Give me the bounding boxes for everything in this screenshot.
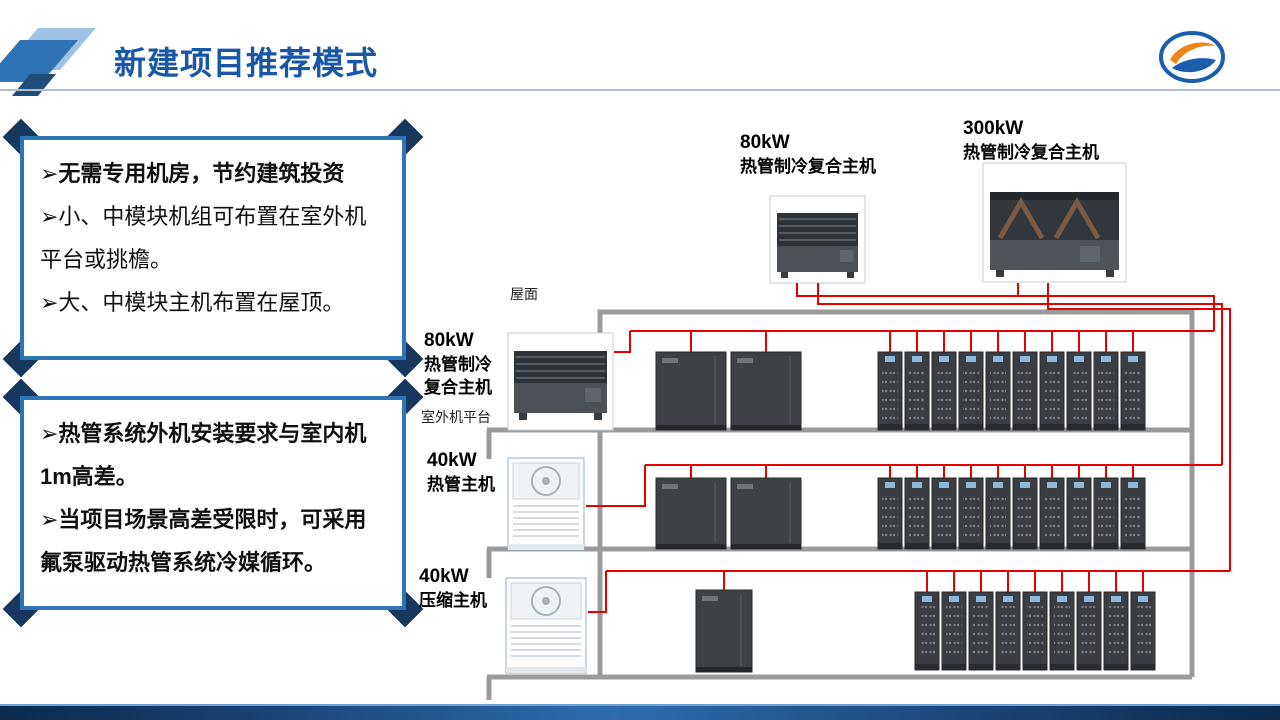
unit-type-label: 压缩主机 [419, 591, 487, 610]
note-line: ➢热管系统外机安装要求与室内机1m高差。 [40, 421, 367, 489]
page-title: 新建项目推荐模式 [114, 45, 379, 81]
server-rack [1076, 591, 1102, 671]
crac-unit [655, 351, 727, 431]
vrf-outdoor-unit-heatpipe [507, 457, 585, 551]
label-rooftop-unit-large: 300kW 热管制冷复合主机 [963, 117, 1099, 164]
server-rack [914, 591, 940, 671]
unit-capacity-label: 40kW [427, 450, 477, 471]
note-frame: ➢热管系统外机安装要求与室内机1m高差。 ➢当项目场景高差受限时，可采用氟泵驱动… [20, 396, 406, 610]
rooftop-unit-large-photo [982, 162, 1127, 283]
server-rack [1039, 351, 1065, 431]
server-rack [1103, 591, 1129, 671]
server-rack [904, 477, 930, 550]
unit-capacity-label: 80kW [740, 132, 790, 153]
server-rack [1012, 351, 1038, 431]
crac-unit [730, 477, 802, 550]
note-frame: ➢无需专用机房，节约建筑投资 ➢小、中模块机组可布置在室外机平台或挑檐。 ➢大、… [20, 136, 406, 360]
server-rack [931, 477, 957, 550]
note-line: ➢小、中模块机组可布置在室外机平台或挑檐。 [40, 204, 367, 272]
crac-unit [730, 351, 802, 431]
server-rack [985, 477, 1011, 550]
server-rack [1066, 477, 1092, 550]
server-rack [1120, 351, 1146, 431]
server-rack [1049, 591, 1075, 671]
server-rack [995, 591, 1021, 671]
refrigerant-pipes [586, 283, 1231, 613]
label-floor3-unit: 40kW 压缩主机 [419, 565, 487, 612]
server-rack [985, 351, 1011, 431]
crac-unit [695, 589, 753, 673]
unit-type-label: 热管制冷复合主机 [963, 143, 1099, 162]
server-rack [1012, 477, 1038, 550]
label-outdoor-platform: 室外机平台 [421, 409, 491, 425]
unit-capacity-label: 300kW [963, 118, 1024, 139]
server-rack [1093, 351, 1119, 431]
server-rack [1022, 591, 1048, 671]
server-rack [1093, 477, 1119, 550]
server-rack [941, 591, 967, 671]
unit-capacity-label: 40kW [419, 566, 469, 587]
unit-type-label: 热管制冷复合主机 [740, 157, 876, 176]
label-floor1-unit: 80kW 热管制冷 复合主机 [424, 329, 492, 399]
note-line: ➢当项目场景高差受限时，可采用氟泵驱动热管系统冷媒循环。 [40, 507, 367, 575]
server-rack [1120, 477, 1146, 550]
header-divider [0, 89, 1280, 91]
note-line: ➢无需专用机房，节约建筑投资 [40, 161, 345, 186]
server-rack [958, 477, 984, 550]
server-rack [931, 351, 957, 431]
server-rack [904, 351, 930, 431]
unit-type-label: 热管主机 [427, 475, 495, 494]
server-rack [958, 351, 984, 431]
server-rack [877, 351, 903, 431]
server-rack [968, 591, 994, 671]
indoor-units-racks [655, 351, 1156, 673]
label-roof: 屋面 [510, 286, 538, 302]
company-logo [1159, 31, 1225, 83]
note-box-installation: ➢热管系统外机安装要求与室内机1m高差。 ➢当项目场景高差受限时，可采用氟泵驱动… [2, 378, 424, 628]
server-rack [1130, 591, 1156, 671]
rooftop-unit-small-photo [769, 195, 866, 284]
crac-unit [655, 477, 727, 550]
unit-capacity-label: 80kW [424, 330, 474, 351]
label-rooftop-unit-small: 80kW 热管制冷复合主机 [740, 131, 876, 178]
server-rack [877, 477, 903, 550]
unit-type-label: 热管制冷 复合主机 [424, 355, 492, 397]
outdoor-unit-80kw-photo [507, 332, 614, 431]
footer-bar [0, 704, 1280, 720]
server-rack [1066, 351, 1092, 431]
note-box-siting: ➢无需专用机房，节约建筑投资 ➢小、中模块机组可布置在室外机平台或挑檐。 ➢大、… [2, 118, 424, 378]
note-line: ➢大、中模块主机布置在屋顶。 [40, 290, 345, 315]
label-floor2-unit: 40kW 热管主机 [427, 449, 495, 496]
vrf-outdoor-unit-compressor [505, 577, 587, 674]
server-rack [1039, 477, 1065, 550]
